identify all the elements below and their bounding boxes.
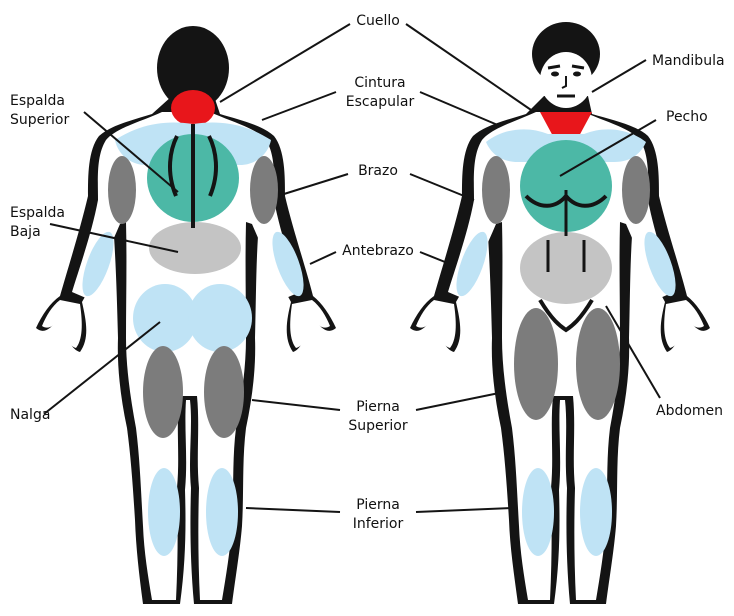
front-left-thigh-region bbox=[514, 308, 558, 420]
back-left-hand bbox=[42, 300, 82, 348]
back-left-thigh-region bbox=[143, 346, 183, 438]
label-abdomen: Abdomen bbox=[656, 402, 723, 421]
label-cuello: Cuello bbox=[346, 12, 410, 31]
leader-antebrazo-back bbox=[310, 252, 336, 264]
back-right-calf-region bbox=[206, 468, 238, 556]
back-neck-region bbox=[171, 90, 215, 126]
back-right-upper-arm-region bbox=[250, 156, 278, 224]
front-left-upper-arm-region bbox=[482, 156, 510, 224]
front-left-eye bbox=[551, 72, 559, 77]
front-left-hand bbox=[416, 300, 456, 348]
label-antebrazo: Antebrazo bbox=[334, 242, 422, 261]
front-right-hand bbox=[664, 300, 704, 348]
front-left-shin-region bbox=[522, 468, 554, 556]
back-right-hand bbox=[290, 300, 330, 348]
label-brazo: Brazo bbox=[346, 162, 410, 181]
leader-pierna-inf-back bbox=[246, 508, 340, 512]
label-pecho: Pecho bbox=[666, 108, 708, 127]
leader-cintura-front bbox=[420, 92, 500, 126]
leader-pierna-sup-front bbox=[416, 392, 504, 410]
front-right-eye bbox=[573, 72, 581, 77]
leader-pierna-inf-front bbox=[416, 508, 512, 512]
front-right-upper-arm-region bbox=[622, 156, 650, 224]
front-abdomen-region bbox=[520, 232, 612, 304]
label-nalga: Nalga bbox=[10, 406, 50, 425]
front-right-thigh-region bbox=[576, 308, 620, 420]
back-right-thigh-region bbox=[204, 346, 244, 438]
leader-cintura-back bbox=[262, 92, 336, 120]
leader-pierna-sup-back bbox=[252, 400, 340, 410]
back-right-glute-region bbox=[188, 284, 252, 352]
leader-brazo-back bbox=[284, 174, 348, 194]
leader-cuello-back bbox=[220, 24, 350, 102]
leader-mandibula bbox=[592, 60, 646, 92]
label-mandibula: Mandibula bbox=[652, 52, 725, 71]
front-right-shin-region bbox=[580, 468, 612, 556]
front-figure bbox=[410, 22, 710, 604]
back-left-glute-region bbox=[133, 284, 197, 352]
back-left-calf-region bbox=[148, 468, 180, 556]
leader-cuello-front bbox=[406, 24, 534, 112]
back-left-upper-arm-region bbox=[108, 156, 136, 224]
back-figure bbox=[36, 26, 336, 604]
